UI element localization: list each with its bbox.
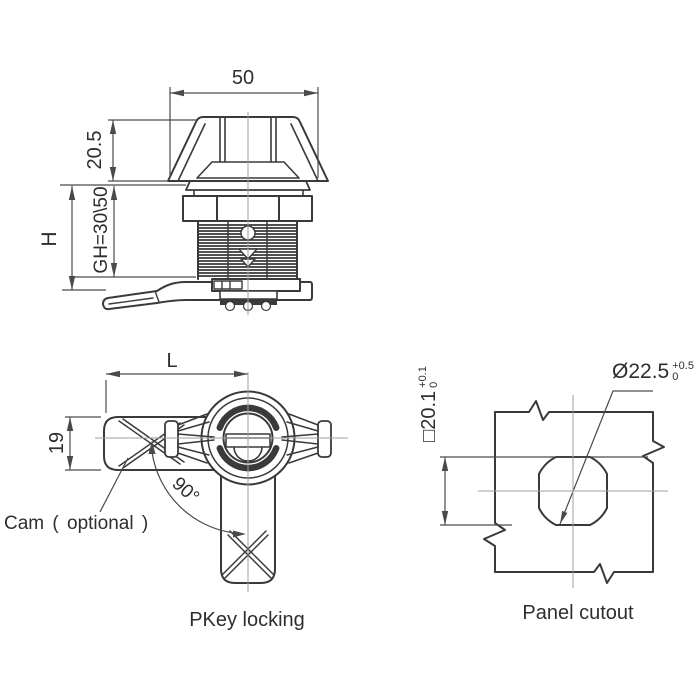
- arrowhead: [441, 511, 449, 525]
- cam-mount-tabs: [213, 280, 243, 290]
- arrowhead: [110, 263, 118, 277]
- centerlines: [95, 112, 668, 592]
- arrowhead: [66, 456, 74, 470]
- wing-tip-right: [317, 420, 332, 458]
- dim-square-label: □20.1 +0.1 0: [414, 361, 444, 447]
- dim-cam-length-label: L: [166, 349, 178, 372]
- arrowhead: [233, 530, 246, 538]
- wing-right-lines: [281, 413, 319, 464]
- dim-diameter-tolerance: +0.5 0: [672, 361, 694, 383]
- side-view-dimensions: [60, 87, 319, 291]
- knob-inner-walls: [177, 116, 319, 182]
- arrowhead: [66, 417, 74, 431]
- spline-tooth-gap: [224, 300, 236, 312]
- cam-optional-label: Cam ( optional ): [4, 513, 149, 534]
- cam-horizontal-folds: [118, 418, 185, 469]
- arrowhead: [110, 186, 118, 200]
- dim-diameter-value: Ø22.5: [612, 360, 670, 383]
- body-slot-edges: [227, 220, 268, 280]
- arrowhead: [68, 276, 76, 290]
- wing-left-lines: [177, 413, 215, 464]
- tolerance-lower: 0: [428, 381, 440, 388]
- dim-knob-width-label: 50: [231, 66, 255, 89]
- arrowhead: [170, 89, 184, 97]
- dim-gh-lines: [60, 184, 196, 278]
- dim-l-lines: [105, 373, 248, 413]
- dim-h-lines: [62, 186, 106, 291]
- panel-cutout-drawing: [483, 400, 665, 584]
- cam-mount-plate: [211, 278, 301, 292]
- arrowhead: [106, 370, 120, 378]
- cam-leader-line: [99, 457, 129, 513]
- rotation-arc: [151, 451, 235, 534]
- pkey-locking-caption: PKey locking: [189, 608, 305, 631]
- tolerance-upper: +0.5: [672, 360, 694, 372]
- dim-total-height-label: H: [38, 231, 61, 247]
- dim-square-tolerance: +0.1 0: [417, 366, 440, 388]
- arrowhead: [148, 441, 156, 454]
- pkey-view-dimensions: [65, 370, 248, 538]
- dim-205-lines: [108, 119, 197, 182]
- tolerance-lower: 0: [672, 371, 679, 383]
- knob-outline: [167, 116, 329, 182]
- dim-knob-height-label: 20.5: [83, 130, 106, 170]
- dim-diameter-label: Ø22.5 +0.5 0: [612, 359, 694, 385]
- dim-square-value: □20.1: [417, 390, 440, 442]
- arrowhead: [304, 89, 318, 97]
- arrowhead: [441, 457, 449, 471]
- arrowhead: [68, 186, 76, 200]
- diameter-leader-line: [559, 390, 653, 525]
- panel-cutout-caption: Panel cutout: [522, 601, 634, 624]
- spline-tooth-gap: [260, 300, 272, 312]
- arrowhead: [234, 370, 248, 378]
- side-view-drawing: [102, 116, 329, 312]
- wing-tip-left: [164, 420, 179, 458]
- cam-lever-detail: [108, 290, 160, 305]
- pkey-view-drawing: [103, 390, 332, 584]
- hex-nut: [182, 195, 313, 222]
- panel-cutout-dimensions: [440, 390, 653, 526]
- arrowhead: [109, 120, 117, 134]
- arrowhead: [109, 167, 117, 181]
- cam-vertical-folds: [222, 530, 274, 579]
- dim-50-lines: [169, 87, 319, 178]
- dim-grip-height-label: GH=30\50: [91, 186, 112, 274]
- dim-cam-width-label: 19: [45, 431, 68, 455]
- arrowhead: [560, 510, 568, 524]
- panel-outline: [483, 400, 665, 584]
